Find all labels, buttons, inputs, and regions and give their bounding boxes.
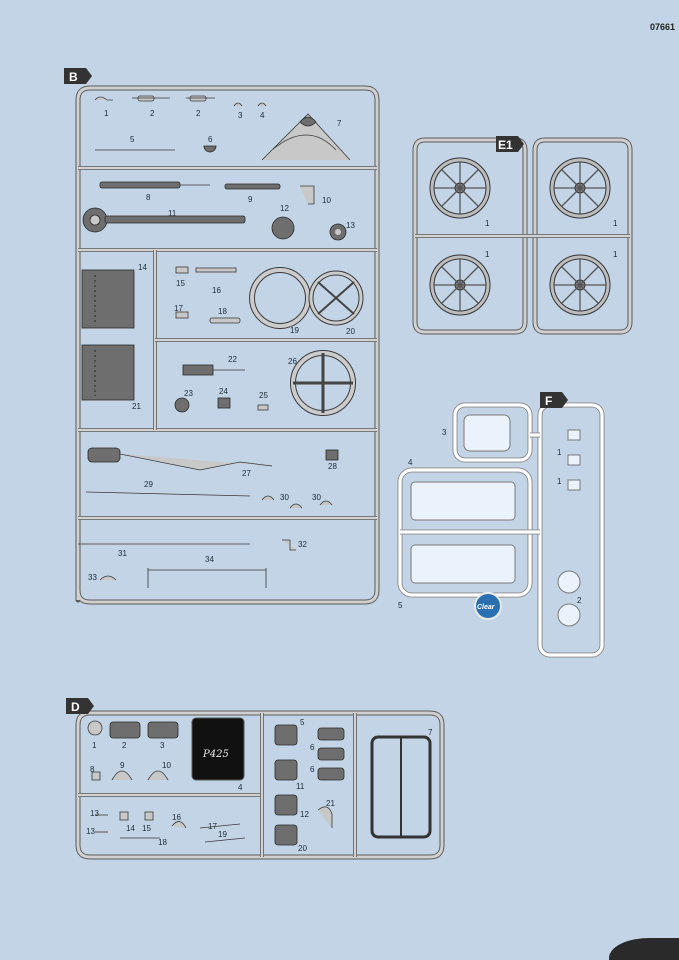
part-number-label: 4 <box>408 458 413 467</box>
part-number-label: 3 <box>238 111 243 120</box>
part-number-label: 13 <box>90 809 99 818</box>
part-number-label: 8 <box>90 765 95 774</box>
part-number-label: 18 <box>158 838 167 847</box>
part-number-label: 28 <box>328 462 337 471</box>
clear-badge: Clear <box>477 604 496 611</box>
sprue-b-tag: B <box>69 70 78 84</box>
part-number-label: 1 <box>557 477 562 486</box>
part-number-label: 7 <box>337 119 342 128</box>
part-number-label: 21 <box>132 402 141 411</box>
part-number-label: 20 <box>298 844 307 853</box>
part-number-label: 6 <box>208 135 213 144</box>
part-number-label: 2 <box>122 741 127 750</box>
part-number-label: 16 <box>212 286 221 295</box>
part-number-label: 10 <box>162 761 171 770</box>
page-code: 07661 <box>649 22 675 32</box>
part-number-label: 3 <box>442 428 447 437</box>
part-number-label: 25 <box>259 391 268 400</box>
part-number-label: 21 <box>326 799 335 808</box>
sprue-b: B <box>64 68 380 605</box>
part-number-label: 1 <box>485 250 490 259</box>
part-number-label: 6 <box>310 743 315 752</box>
part-number-label: 17 <box>174 304 183 313</box>
decal-text: P425 <box>202 749 229 760</box>
part-number-label: 4 <box>260 111 265 120</box>
part-number-label: 3 <box>160 741 165 750</box>
sprue-d-tag: D <box>71 700 80 714</box>
part-number-label: 11 <box>168 209 177 218</box>
part-number-label: 1 <box>92 741 97 750</box>
part-number-label: 1 <box>485 219 490 228</box>
part-number-label: 7 <box>428 728 433 737</box>
part-number-label: 14 <box>138 263 147 272</box>
part-number-label: 15 <box>142 824 151 833</box>
part-number-label: 1 <box>613 250 618 259</box>
page-corner-tab <box>609 938 679 960</box>
part-number-label: 10 <box>322 196 331 205</box>
part-number-label: 1 <box>557 448 562 457</box>
part-number-label: 1 <box>613 219 618 228</box>
sprue-f-tag: F <box>545 394 552 408</box>
sprue-d: D P425 1 <box>66 698 445 860</box>
part-number-label: 22 <box>228 355 237 364</box>
part-number-label: 12 <box>280 204 289 213</box>
part-number-label: 29 <box>144 480 153 489</box>
part-number-label: 34 <box>205 555 214 564</box>
sprue-e1-tag: E1 <box>498 138 513 152</box>
part-number-label: 11 <box>296 782 305 791</box>
part-number-label: 19 <box>290 326 299 335</box>
part-number-label: 18 <box>218 307 227 316</box>
part-number-label: 5 <box>300 718 305 727</box>
sprue-e1: E1 <box>412 136 633 335</box>
part-number-label: 8 <box>146 193 151 202</box>
part-number-label: 2 <box>577 596 582 605</box>
part-number-label: 33 <box>88 573 97 582</box>
sprue-f: F 3 4 1 1 5 2 Clear <box>397 392 605 658</box>
part-number-label: 2 <box>150 109 155 118</box>
part-number-label: 4 <box>238 783 243 792</box>
part-number-label: 6 <box>310 765 315 774</box>
part-number-label: 9 <box>248 195 253 204</box>
part-number-label: 9 <box>120 761 125 770</box>
part-number-label: 24 <box>219 387 228 396</box>
part-number-label: 2 <box>196 109 201 118</box>
part-number-label: 1 <box>104 109 109 118</box>
part-number-label: 30 <box>280 493 289 502</box>
part-number-label: 23 <box>184 389 193 398</box>
part-number-label: 5 <box>130 135 135 144</box>
part-number-label: 13 <box>86 827 95 836</box>
part-number-label: 16 <box>172 813 181 822</box>
part-number-label: 30 <box>312 493 321 502</box>
part-number-label: 14 <box>126 824 135 833</box>
part-number-label: 19 <box>218 830 227 839</box>
part-number-label: 17 <box>208 822 217 831</box>
part-number-label: 26 <box>288 357 297 366</box>
part-number-label: 32 <box>298 540 307 549</box>
part-number-label: 31 <box>118 549 127 558</box>
part-number-label: 13 <box>346 221 355 230</box>
part-number-label: 5 <box>398 601 403 610</box>
part-number-label: 20 <box>346 327 355 336</box>
part-number-label: 12 <box>300 810 309 819</box>
part-number-label: 15 <box>176 279 185 288</box>
part-number-label: 27 <box>242 469 251 478</box>
